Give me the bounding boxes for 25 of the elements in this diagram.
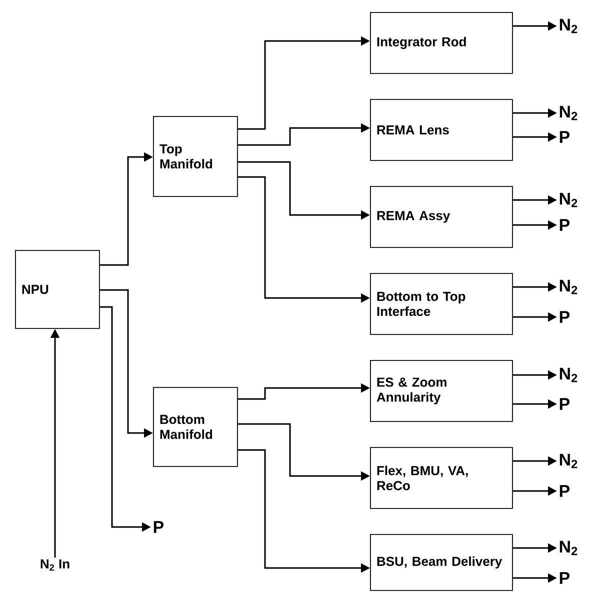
input-label: N$_{2}$ In: [40, 559, 70, 571]
process-box: REMA Lens: [370, 99, 513, 161]
process-box: Flex, BMU, VA, ReCo: [370, 447, 513, 509]
output-label: P: [560, 485, 570, 497]
process-box: Bottom Manifold: [153, 387, 238, 467]
output-label: N$_{2}$: [560, 540, 578, 556]
output-label: N$_{2}$: [560, 18, 578, 34]
output-label: P: [154, 521, 164, 533]
process-box: Integrator Rod: [370, 12, 513, 74]
output-label: P: [560, 572, 570, 584]
output-label: N$_{2}$: [560, 368, 578, 382]
process-box: REMA Assy: [370, 186, 513, 248]
output-label: N$_{2}$: [560, 192, 578, 208]
process-box: Top Manifold: [153, 116, 238, 197]
output-label: P: [560, 311, 570, 323]
output-label: P: [560, 219, 570, 231]
output-label: N$_{2}$: [560, 454, 578, 468]
process-box: BSU, Beam Delivery: [370, 534, 513, 591]
output-label: P: [560, 398, 570, 410]
output-label: P: [560, 131, 570, 143]
output-label: N$_{2}$: [560, 280, 578, 294]
process-box: NPU: [15, 250, 100, 329]
process-box: Bottom to Top Interface: [370, 273, 513, 335]
output-label: N$_{2}$: [560, 106, 578, 120]
process-box: ES & Zoom Annularity: [370, 360, 513, 422]
